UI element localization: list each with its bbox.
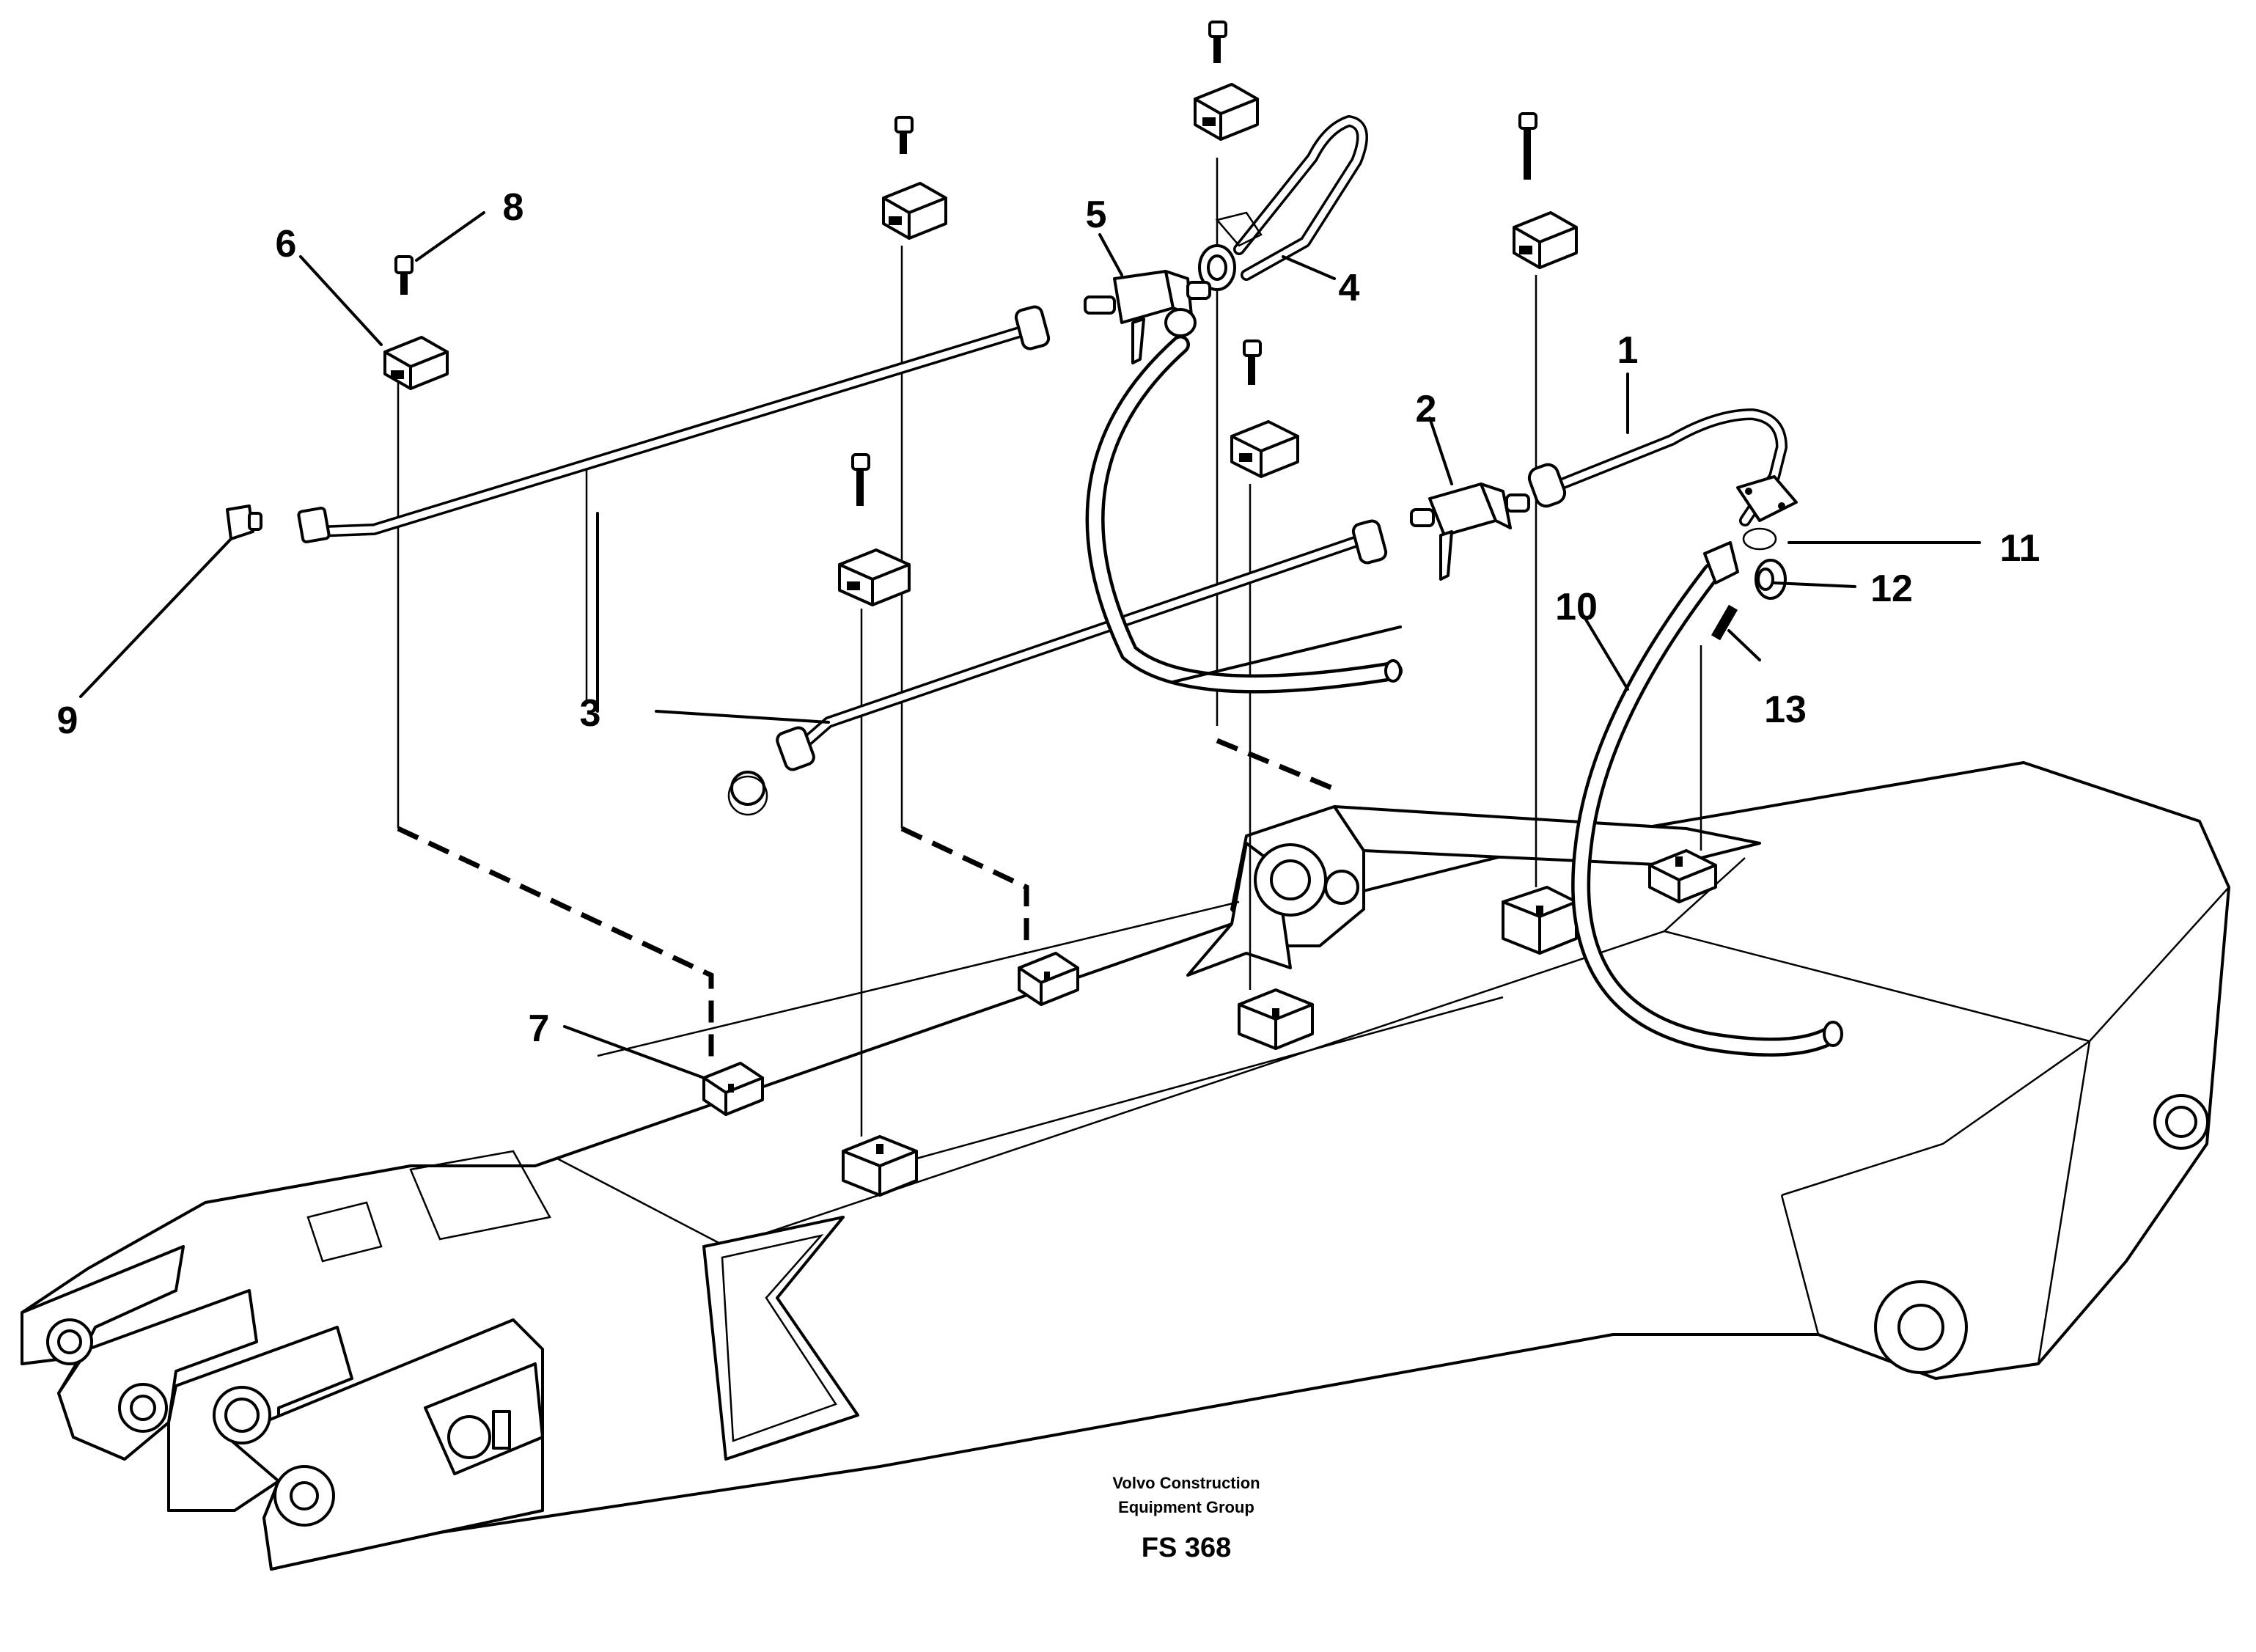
callout-6: 6 xyxy=(276,223,297,265)
callout-5: 5 xyxy=(1086,194,1107,236)
plug-9 xyxy=(226,504,262,540)
bolt-a xyxy=(894,116,914,154)
tube-plug xyxy=(730,771,765,806)
valve-5 xyxy=(1084,270,1211,364)
callout-4: 4 xyxy=(1339,267,1360,309)
hose-10-fitting xyxy=(1703,541,1739,584)
bolt-8 xyxy=(394,255,414,295)
valve-5-handle xyxy=(1164,308,1197,337)
clamp-top-d xyxy=(1230,420,1299,478)
tube-end-nut xyxy=(297,506,331,544)
callout-10: 10 xyxy=(1555,586,1598,628)
clamp-top-b xyxy=(1194,83,1259,141)
bolt-c xyxy=(1518,112,1537,180)
tube-4 xyxy=(1198,115,1368,291)
bolt-b xyxy=(1208,21,1227,63)
clamp-base-f xyxy=(842,1135,918,1197)
clamp-base-c xyxy=(1238,988,1314,1050)
footer: Volvo Construction Equipment Group FS 36… xyxy=(1112,1474,1260,1563)
callout-7: 7 xyxy=(529,1007,550,1050)
clamp-base-d xyxy=(1502,886,1578,955)
callout-labels: 1 2 3 4 5 6 7 8 9 10 11 12 13 xyxy=(57,186,2040,1050)
tube-nut-upper xyxy=(1014,305,1051,350)
callout-3: 3 xyxy=(580,692,601,735)
callout-11: 11 xyxy=(2000,527,2040,570)
callout-2: 2 xyxy=(1416,388,1437,430)
callout-13: 13 xyxy=(1764,689,1807,731)
footer-company-line1: Volvo Construction xyxy=(1112,1474,1260,1492)
clamp-top-6 xyxy=(383,336,449,390)
callout-8: 8 xyxy=(503,186,524,229)
tube-1 xyxy=(1527,408,1787,526)
tube-upper-3 xyxy=(297,305,1051,704)
valve-2 xyxy=(1410,482,1530,581)
hose-upper xyxy=(1085,335,1403,694)
callout-leaders xyxy=(79,211,1981,1079)
footer-company-line2: Equipment Group xyxy=(1118,1498,1254,1516)
hose-10 xyxy=(1571,541,1843,1057)
callout-12: 12 xyxy=(1870,568,1913,610)
clamp-base-row xyxy=(702,849,1717,1197)
screw-13 xyxy=(1711,604,1738,641)
flange-11 xyxy=(1736,475,1798,551)
clamp-top-row xyxy=(383,21,1578,606)
clamp-top-c xyxy=(1513,211,1578,269)
assembly-lines xyxy=(397,158,1702,1160)
bolt-d xyxy=(1243,339,1262,385)
clamp-base-a xyxy=(702,1062,764,1116)
clamp-top-a xyxy=(882,182,947,240)
bolt-e xyxy=(851,453,870,506)
figure-number: FS 368 xyxy=(1142,1532,1232,1563)
clamp-base-b xyxy=(1018,952,1079,1006)
tube-1-nut xyxy=(1527,463,1567,508)
tube-nut-lower-left xyxy=(776,726,815,771)
callout-9: 9 xyxy=(57,700,78,742)
clamp-base-e xyxy=(1648,849,1717,903)
boom-arm xyxy=(21,761,2230,1571)
clamp-top-e xyxy=(838,548,911,606)
tube-nut-lower-right xyxy=(1351,519,1388,565)
callout-1: 1 xyxy=(1617,329,1639,372)
seal-12 xyxy=(1755,559,1787,600)
